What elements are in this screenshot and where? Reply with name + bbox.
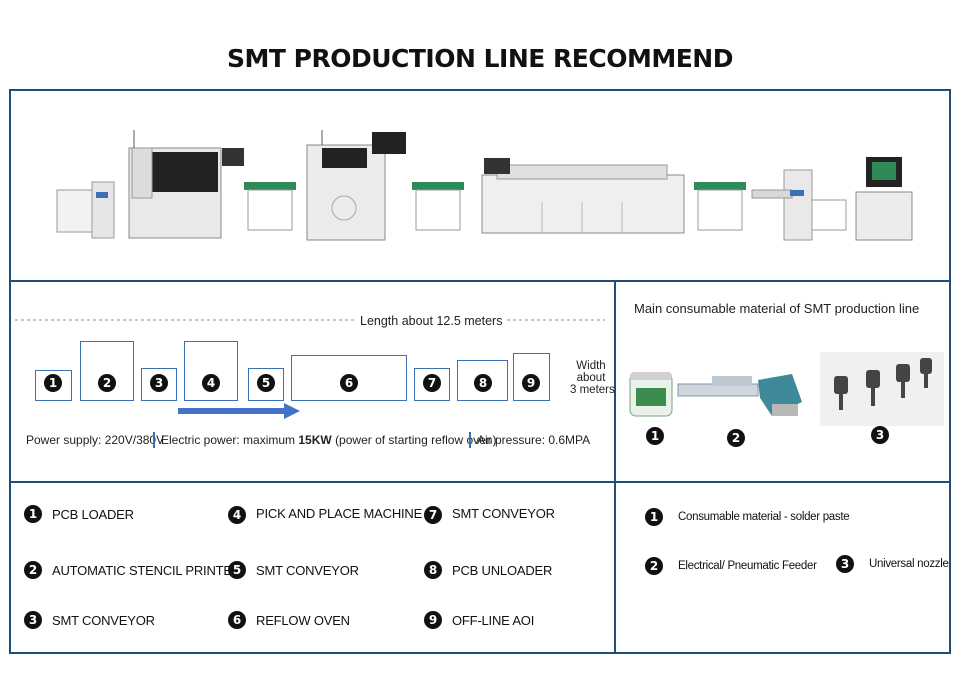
consumable-number-1-image: 1 xyxy=(646,427,664,445)
station-number-3: 3 xyxy=(150,374,168,392)
legend-number-8: 8 xyxy=(424,561,442,579)
width-label: Width about 3 meters xyxy=(570,360,615,396)
legend-number-2: 2 xyxy=(24,561,42,579)
legend-label-9: OFF-LINE AOI xyxy=(452,613,535,628)
divider-vertical xyxy=(614,281,616,654)
legend-label-8: PCB UNLOADER xyxy=(452,563,553,578)
consumable-legend-number-1: 1 xyxy=(645,508,663,526)
conveyor-2-machine xyxy=(412,182,464,231)
station-box-2 xyxy=(80,341,134,401)
pcb-loader-machine xyxy=(56,181,115,239)
station-number-1: 1 xyxy=(44,374,62,392)
pick-and-place-machine xyxy=(306,130,406,241)
reflow-oven-machine xyxy=(481,158,685,234)
legend-label-4: PICK AND PLACE MACHINE xyxy=(256,506,423,521)
electric-power-prefix: Electric power: maximum xyxy=(161,433,296,447)
page-title: SMT PRODUCTION LINE RECOMMEND xyxy=(227,44,733,73)
station-number-7: 7 xyxy=(423,374,441,392)
solder-paste-image xyxy=(629,372,673,417)
station-box-4 xyxy=(184,341,238,401)
legend-number-5: 5 xyxy=(228,561,246,579)
consumable-legend-label-2: Electrical/ Pneumatic Feeder xyxy=(678,560,817,572)
width-label-line-1: Width xyxy=(576,360,606,372)
divider-middle xyxy=(9,481,951,483)
power-supply-spec: Power supply: 220V/380V xyxy=(26,433,165,447)
legend-label-3: SMT CONVEYOR xyxy=(52,613,155,628)
aoi-machine xyxy=(855,157,913,241)
width-label-line-2: about xyxy=(576,372,606,384)
divider-top xyxy=(9,280,951,282)
air-pressure-spec: Air pressure: 0.6MPA xyxy=(477,433,591,447)
stencil-printer-machine xyxy=(128,130,244,239)
flow-direction-arrow xyxy=(178,403,300,419)
legend-number-1: 1 xyxy=(24,505,42,523)
station-number-8: 8 xyxy=(474,374,492,392)
legend-label-2: AUTOMATIC STENCIL PRINTER xyxy=(52,563,242,578)
main-frame xyxy=(9,89,951,654)
legend-number-9: 9 xyxy=(424,611,442,629)
legend-number-4: 4 xyxy=(228,506,246,524)
length-dashed-line xyxy=(15,319,605,321)
conveyor-1-machine xyxy=(244,182,296,231)
station-number-6: 6 xyxy=(340,374,358,392)
electric-power-spec: Electric power: maximum 15KW (power of s… xyxy=(161,433,496,447)
legend-label-5: SMT CONVEYOR xyxy=(256,563,359,578)
nozzle-image xyxy=(820,352,944,426)
pcb-unloader-machine xyxy=(751,169,847,241)
consumable-number-3-image: 3 xyxy=(871,426,889,444)
legend-label-1: PCB LOADER xyxy=(52,507,134,522)
electric-power-suffix: (power of starting reflow oven) xyxy=(335,433,497,447)
consumable-number-2-image: 2 xyxy=(727,429,745,447)
legend-label-6: REFLOW OVEN xyxy=(256,613,350,628)
production-line-illustration xyxy=(56,130,913,241)
consumable-legend-label-1: Consumable material - solder paste xyxy=(678,511,850,523)
consumable-legend-label-3: Universal nozzle xyxy=(869,558,949,570)
consumables-heading: Main consumable material of SMT producti… xyxy=(634,301,920,316)
legend-label-7: SMT CONVEYOR xyxy=(452,506,555,521)
consumable-legend-number-2: 2 xyxy=(645,557,663,575)
electric-power-value: 15KW xyxy=(298,433,332,447)
legend-number-6: 6 xyxy=(228,611,246,629)
station-number-9: 9 xyxy=(522,374,540,392)
spec-separator-1 xyxy=(153,432,155,448)
width-label-line-3: 3 meters xyxy=(570,384,615,396)
station-number-4: 4 xyxy=(202,374,220,392)
spec-separator-2 xyxy=(469,432,471,448)
length-label: Length about 12.5 meters xyxy=(357,314,506,328)
legend-number-3: 3 xyxy=(24,611,42,629)
consumable-legend-number-3: 3 xyxy=(836,555,854,573)
conveyor-3-machine xyxy=(694,182,746,231)
station-number-5: 5 xyxy=(257,374,275,392)
feeder-image xyxy=(677,374,802,416)
station-number-2: 2 xyxy=(98,374,116,392)
legend-number-7: 7 xyxy=(424,506,442,524)
